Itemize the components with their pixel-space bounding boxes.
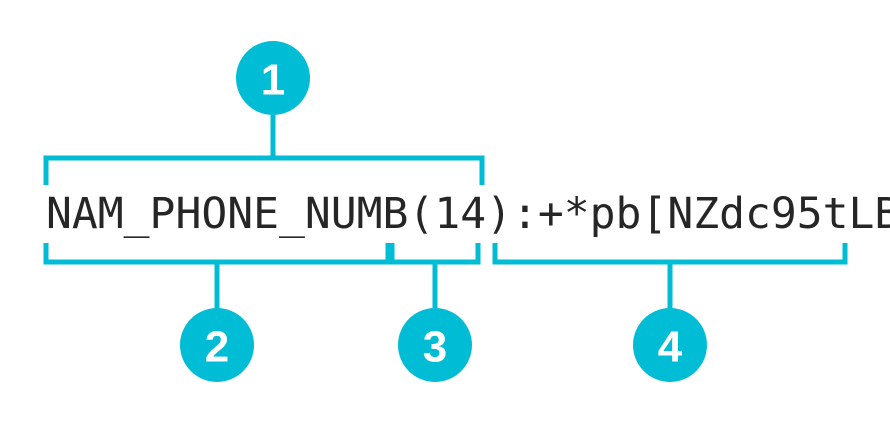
marker-badge-3[interactable]: 3 [398, 308, 472, 382]
code-string: NAM_PHONE_NUMB(14):+*pb[NZdc95tLB [46, 189, 890, 239]
bracket-segment-4 [492, 243, 848, 308]
marker-circle-1 [236, 41, 310, 115]
bracket-segment-1 [43, 115, 485, 185]
bracket-path-3 [389, 243, 481, 265]
marker-circle-2 [180, 308, 254, 382]
marker-label-3: 3 [423, 323, 447, 372]
bracket-path-4 [492, 243, 848, 265]
marker-label-1: 1 [261, 56, 285, 105]
bracket-segment-3 [389, 243, 481, 308]
bracket-path-1 [43, 155, 485, 185]
marker-badge-2[interactable]: 2 [180, 308, 254, 382]
marker-circle-3 [398, 308, 472, 382]
marker-circle-4 [633, 308, 707, 382]
marker-label-4: 4 [658, 323, 683, 372]
bracket-path-2 [43, 243, 391, 265]
bracket-segment-2 [43, 243, 391, 308]
marker-badge-4[interactable]: 4 [633, 308, 707, 382]
marker-label-2: 2 [205, 323, 229, 372]
marker-badge-1[interactable]: 1 [236, 41, 310, 115]
